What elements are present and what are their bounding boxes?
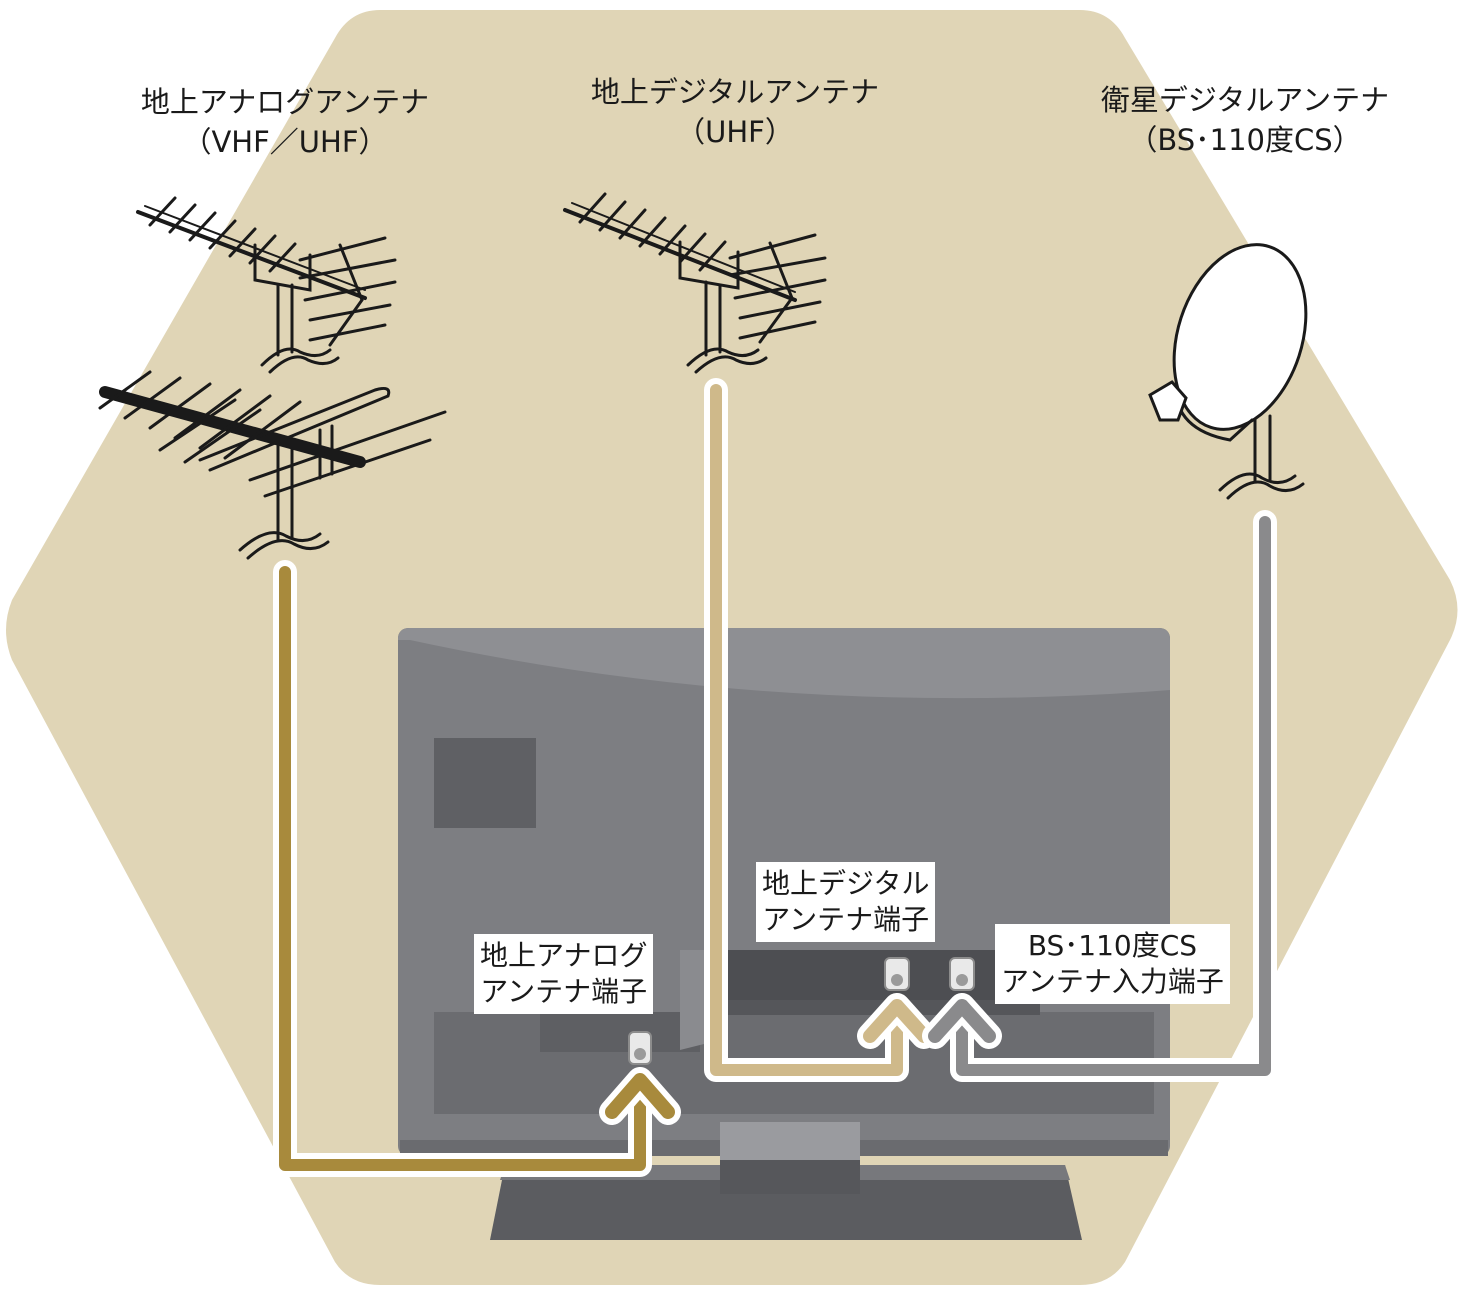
- analog-terminal-line2: アンテナ端子: [480, 975, 648, 1008]
- digital-antenna-label: 地上デジタルアンテナ （UHF）: [560, 72, 910, 152]
- satellite-connector: [949, 957, 975, 991]
- analog-antenna-band: （VHF／UHF）: [182, 125, 388, 159]
- digital-antenna-title: 地上デジタルアンテナ: [590, 75, 880, 109]
- satellite-antenna-label: 衛星デジタルアンテナ （BS･110度CS）: [1070, 80, 1420, 160]
- tv-stand-base: [490, 1165, 1082, 1240]
- tv-vent: [434, 738, 536, 828]
- analog-antenna-label: 地上アナログアンテナ （VHF／UHF）: [110, 82, 460, 162]
- analog-antenna-title: 地上アナログアンテナ: [140, 85, 430, 119]
- digital-terminal-line2: アンテナ端子: [762, 903, 930, 936]
- satellite-dish-icon: [1148, 243, 1308, 500]
- digital-connector: [884, 957, 910, 991]
- uhf-antenna-icon: [563, 192, 827, 374]
- satellite-cable: [922, 510, 1277, 1082]
- digital-terminal-label: 地上デジタル アンテナ端子: [756, 862, 936, 942]
- analog-connector: [628, 1031, 652, 1065]
- digital-terminal-line1: 地上デジタル: [762, 867, 930, 900]
- analog-terminal-line1: 地上アナログ: [480, 939, 648, 972]
- analog-terminal-label: 地上アナログ アンテナ端子: [474, 934, 654, 1014]
- satellite-terminal-line2: アンテナ入力端子: [1001, 965, 1224, 998]
- satellite-terminal-line1: BS･110度CS: [1027, 929, 1198, 962]
- yagi-antenna-icon: [98, 196, 447, 560]
- digital-antenna-band: （UHF）: [676, 115, 794, 149]
- digital-cable: [704, 378, 937, 1082]
- satellite-antenna-title: 衛星デジタルアンテナ: [1100, 83, 1390, 117]
- satellite-terminal-label: BS･110度CS アンテナ入力端子: [995, 924, 1230, 1004]
- analog-cable: [273, 560, 681, 1177]
- satellite-antenna-band: （BS･110度CS）: [1128, 123, 1362, 157]
